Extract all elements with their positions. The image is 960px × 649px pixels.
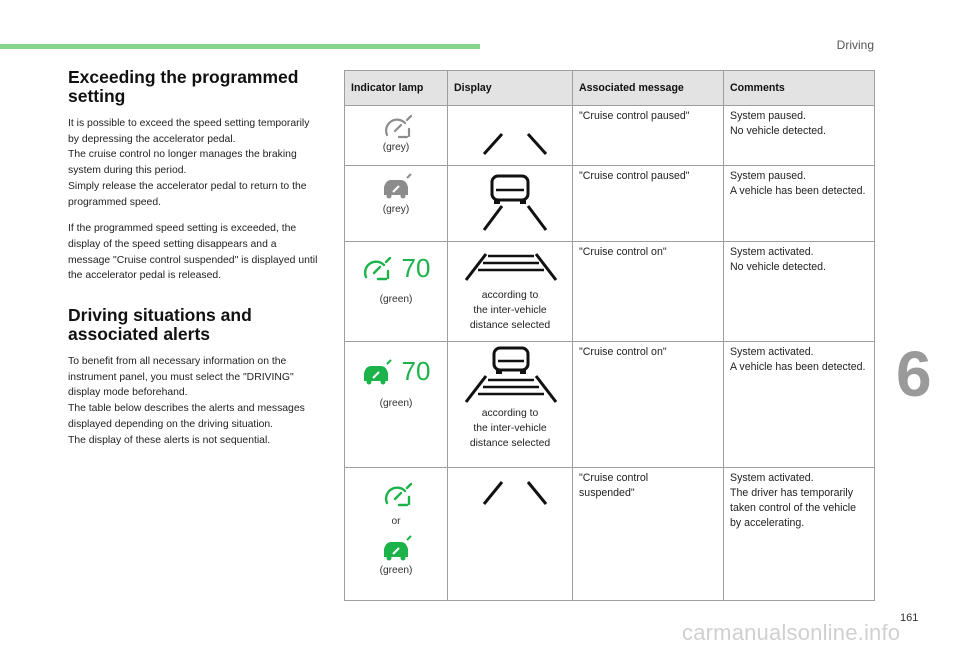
page-number: 161: [900, 612, 919, 624]
cruise-control-outline-icon: [385, 114, 413, 139]
paragraph-exceed-2: If the programmed speed setting is excee…: [68, 223, 318, 282]
lamp-cell: (grey): [344, 165, 448, 242]
display-caption: according to the inter-vehicle distance …: [469, 408, 551, 449]
lamp-label: (grey): [382, 204, 410, 215]
watermark: carmanualsonline.info: [682, 620, 901, 645]
lamp-or-label: or: [391, 516, 401, 527]
road-lane-icon: [482, 481, 548, 505]
set-speed-value: 70: [401, 252, 431, 283]
lamp-label: (green): [379, 398, 413, 409]
lamp-cell: 70 (green): [344, 341, 448, 468]
cruise-control-vehicle-icon: [384, 535, 412, 561]
message-cell: "Cruise control paused": [572, 105, 724, 166]
table-row: (grey) "Cruise control paused" System pa…: [344, 105, 875, 166]
table-row: 70 (green) according to the inter-vehicl…: [344, 241, 875, 342]
lamp-label: (grey): [382, 142, 410, 153]
set-speed-value: 70: [401, 355, 431, 386]
heading-driving-situations: Driving situations and associated alerts: [68, 305, 252, 345]
message-cell: "Cruise control on": [572, 241, 724, 342]
display-cell: according to the inter-vehicle distance …: [447, 341, 573, 468]
lamp-label: (green): [379, 565, 413, 576]
comment-cell: System paused. No vehicle detected.: [723, 105, 875, 166]
heading-exceeding-setting: Exceeding the programmed setting: [68, 67, 299, 106]
top-accent-bar: [0, 44, 480, 49]
table-row: 70 (green) according to the inter-v: [344, 341, 875, 468]
cruise-control-outline-icon: [363, 256, 391, 281]
lamp-label: (green): [379, 294, 413, 305]
header-display: Display: [447, 70, 573, 106]
table-row: or (green): [344, 467, 875, 601]
lamp-cell: (grey): [344, 105, 448, 166]
header-indicator-lamp: Indicator lamp: [344, 70, 448, 106]
alerts-table: Indicator lamp Display Associated messag…: [344, 70, 875, 601]
display-cell: [447, 467, 573, 601]
message-cell: "Cruise control suspended": [572, 467, 724, 601]
header-comments: Comments: [723, 70, 875, 106]
vehicle-ahead-icon: [482, 174, 548, 231]
paragraph-situations: To benefit from all necessary informatio…: [68, 356, 305, 446]
comment-cell: System activated. No vehicle detected.: [723, 241, 875, 342]
table-header-row: Indicator lamp Display Associated messag…: [344, 70, 875, 106]
vehicle-ahead-icon: [464, 346, 558, 403]
display-cell: according to the inter-vehicle distance …: [447, 241, 573, 342]
display-cell: [447, 165, 573, 242]
header-associated-message: Associated message: [572, 70, 724, 106]
paragraph-exceed-1: It is possible to exceed the speed setti…: [68, 118, 310, 208]
display-cell: [447, 105, 573, 166]
message-cell: "Cruise control paused": [572, 165, 724, 242]
lamp-cell: 70 (green): [344, 241, 448, 342]
comment-cell: System activated. The driver has tempora…: [723, 467, 875, 601]
comment-cell: System activated. A vehicle has been det…: [723, 341, 875, 468]
message-cell: "Cruise control on": [572, 341, 724, 468]
cruise-control-vehicle-icon: [384, 173, 412, 199]
lamp-cell: or (green): [344, 467, 448, 601]
cruise-control-outline-icon: [384, 482, 413, 507]
display-caption: according to the inter-vehicle distance …: [469, 290, 551, 331]
chapter-number: 6: [896, 338, 932, 410]
comment-cell: System paused. A vehicle has been detect…: [723, 165, 875, 242]
road-lane-icon: [464, 253, 558, 281]
section-label: Driving: [836, 38, 874, 52]
left-column: Exceeding the programmed setting It is p…: [68, 68, 320, 459]
table-row: (grey) "Cruise control paused" System pa…: [344, 165, 875, 242]
cruise-control-vehicle-icon: [363, 359, 392, 385]
road-lane-icon: [482, 132, 548, 156]
